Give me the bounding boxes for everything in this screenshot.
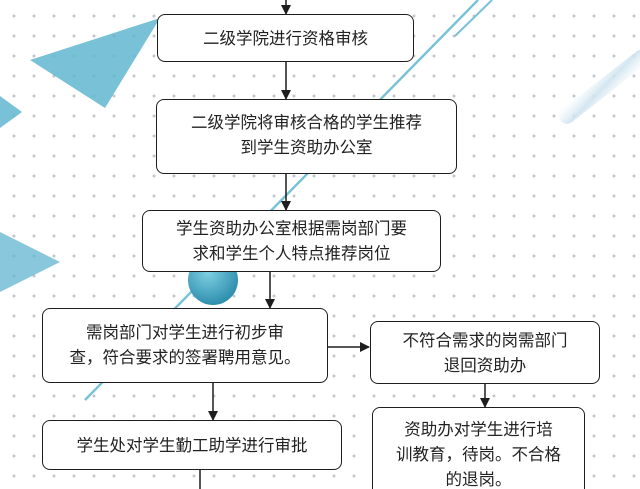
node-recommend-line-2: 到学生资助办公室 [240,138,373,157]
node-recommend-line-1: 二级学院将审核合格的学生推荐 [191,113,422,132]
decor-triangle-mid [0,232,60,292]
node-rejected-return: 不符合需求的岗需部门 退回资助办 [370,321,600,384]
decor-diagonal-top [454,0,493,37]
node-reject-line-2: 退回资助办 [443,356,527,375]
node-qualification-review-text: 二级学院进行资格审核 [203,28,368,48]
node-assign-line-2: 求和学生个人特点推荐岗位 [192,244,391,263]
node-training-line-2: 训教育，待岗。不合格 [396,445,561,464]
node-assign-positions: 学生资助办公室根据需岗部门要 求和学生个人特点推荐岗位 [142,210,441,272]
node-qualification-review: 二级学院进行资格审核 [157,14,414,62]
node-dept-review-line-2: 查，符合要求的签署聘用意见。 [69,348,301,367]
node-student-office-approval: 学生处对学生勤工助学进行审批 [42,420,342,470]
decor-triangle-top [30,18,160,108]
node-approval-text: 学生处对学生勤工助学进行审批 [76,435,308,455]
node-recommend-to-office: 二级学院将审核合格的学生推荐 到学生资助办公室 [156,99,457,174]
decor-blur-streak [558,49,640,124]
node-training-line-3: 的退岗。 [445,470,512,489]
node-training-education: 资助办对学生进行培 训教育，待岗。不合格 的退岗。 [372,407,585,489]
node-training-line-1: 资助办对学生进行培 [404,420,553,439]
node-assign-line-1: 学生资助办公室根据需岗部门要 [176,219,407,238]
node-reject-line-1: 不符合需求的岗需部门 [402,331,568,350]
decor-triangle-left [0,96,22,128]
node-dept-review-line-1: 需岗部门对学生进行初步审 [86,323,284,342]
node-department-review: 需岗部门对学生进行初步审 查，符合要求的签署聘用意见。 [42,308,328,383]
